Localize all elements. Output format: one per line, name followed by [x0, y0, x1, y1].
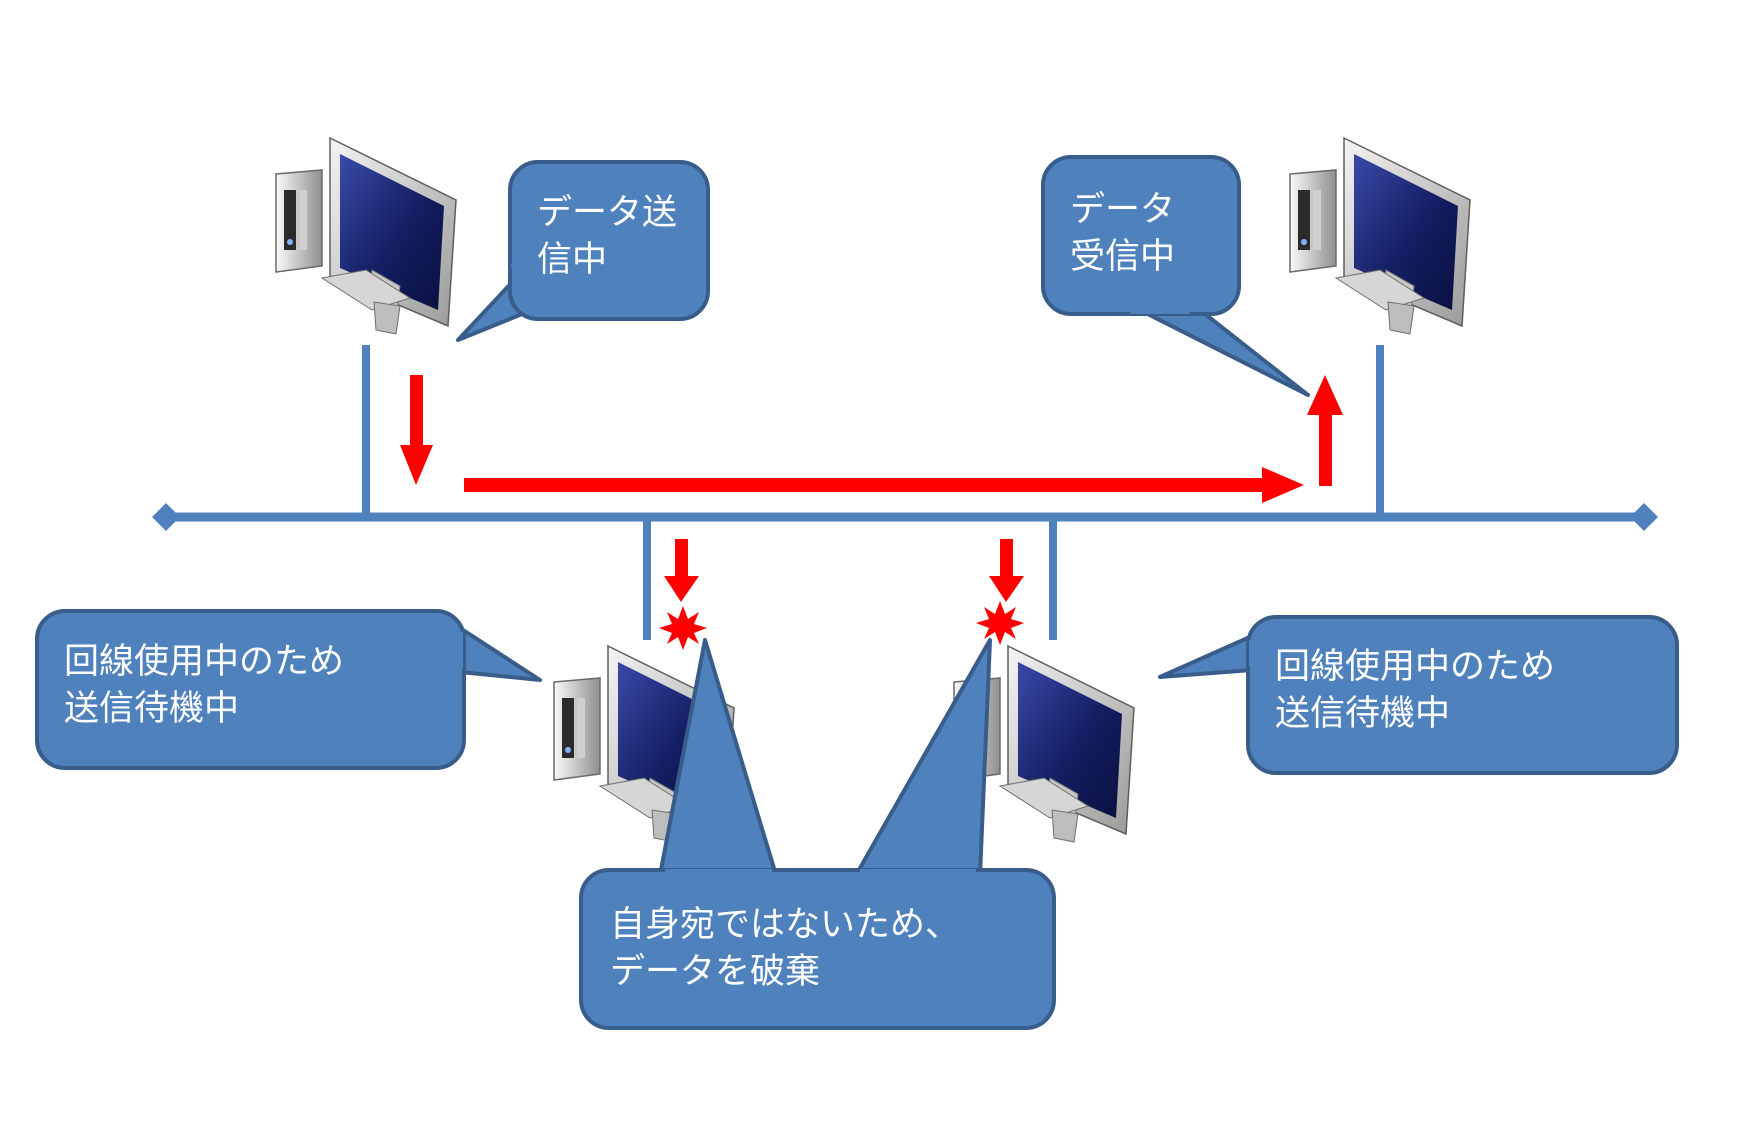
arrow-down-waiting-left — [664, 539, 699, 602]
callout-waiting-left-line1: 回線使用中のため — [64, 642, 345, 682]
callout-sender-line2: 信中 — [537, 240, 608, 280]
callout-waiting-right-line1: 回線使用中のため — [1275, 647, 1556, 687]
callout-sender-line1: データ送 — [537, 193, 678, 233]
callout-waiting-right — [1158, 615, 1679, 775]
callout-discard-line1: 自身宛ではないため、 — [610, 905, 961, 945]
callout-receiver — [1041, 155, 1310, 397]
network-bus — [152, 503, 1658, 531]
callout-waiting-left-line2: 送信待機中 — [64, 689, 240, 729]
desktop-computer-icon-sender — [275, 137, 457, 335]
drop-lines — [362, 345, 1384, 640]
arrow-right-bus — [464, 467, 1304, 503]
bus-end-left-diamond — [152, 503, 180, 531]
bus-end-right-diamond — [1630, 503, 1658, 531]
callout-waiting-left — [35, 609, 542, 770]
callout-sender — [456, 160, 710, 342]
collision-burst-icon-right — [976, 601, 1024, 645]
signal-arrows — [400, 375, 1343, 602]
callout-waiting-right-text: 回線使用中のため 送信待機中 — [1275, 644, 1555, 738]
arrow-down-sender — [400, 375, 433, 485]
callout-receiver-line2: 受信中 — [1070, 237, 1176, 277]
desktop-computer-icon-receiver — [1289, 137, 1471, 335]
callout-receiver-text: データ 受信中 — [1070, 187, 1175, 281]
callout-sender-text: データ送 信中 — [537, 190, 677, 284]
callout-waiting-left-text: 回線使用中のため 送信待機中 — [64, 639, 344, 733]
arrow-up-receiver — [1307, 375, 1343, 486]
callout-discard — [579, 638, 1056, 1030]
callout-discard-text: 自身宛ではないため、 データを破棄 — [610, 902, 960, 996]
arrow-down-waiting-right — [989, 539, 1024, 602]
callout-waiting-right-line2: 送信待機中 — [1275, 694, 1451, 734]
callout-discard-line2: データを破棄 — [610, 952, 821, 992]
callout-receiver-line1: データ — [1070, 190, 1176, 230]
collision-burst-icon-left — [659, 606, 707, 650]
